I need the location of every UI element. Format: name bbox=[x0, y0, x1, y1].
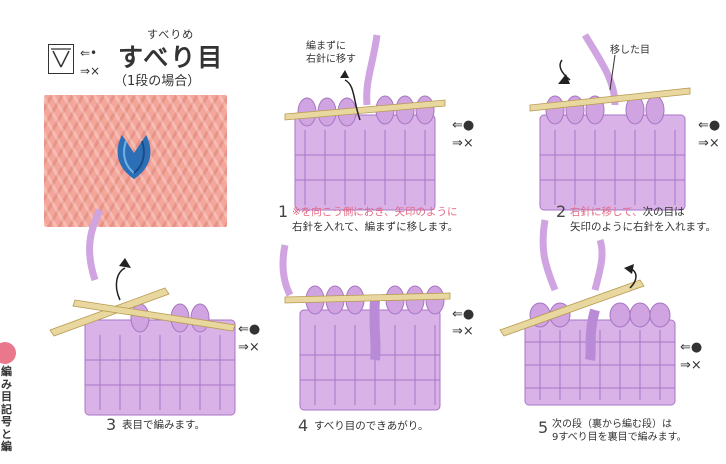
step5-caption: 次の段（裏から編む段）は 9すべり目を裏目で編みます。 bbox=[552, 419, 687, 443]
step3-cross-mark: ⇒× bbox=[238, 340, 260, 355]
step5-cross-mark: ⇒× bbox=[680, 358, 702, 373]
slip-stitch-symbol-icon bbox=[51, 48, 71, 68]
slipped-stitch-icon bbox=[117, 135, 151, 179]
step2-caption: 右針に移して、次の目は 矢印のように右針を入れます。 bbox=[570, 205, 726, 235]
step4-cross-mark: ⇒× bbox=[452, 324, 474, 339]
page-title: すべり目 bbox=[118, 43, 225, 72]
step2-cross-mark: ⇒× bbox=[698, 136, 720, 151]
step5-dot-mark: ⇐● bbox=[680, 340, 703, 355]
step2-number: 2 bbox=[556, 202, 567, 221]
step1-caption-highlight: ※を向こう側におき、矢印のように bbox=[292, 206, 458, 218]
stitch-symbol bbox=[48, 44, 74, 74]
symbol-row-1: ⇐• bbox=[80, 46, 98, 60]
step3-caption: 表目で編みます。 bbox=[122, 419, 205, 431]
title-ruby: すべりめ bbox=[147, 28, 195, 41]
step2-caption-rest2: 矢印のように右針を入れます。 bbox=[570, 221, 716, 233]
knit-photo bbox=[44, 95, 227, 227]
symbol-row-2: ⇒× bbox=[80, 64, 101, 78]
step3-illustration bbox=[49, 208, 236, 416]
step2-dot-mark: ⇐● bbox=[698, 118, 721, 133]
step2-caption-rest1: 次の目は bbox=[642, 206, 685, 218]
step4-illustration bbox=[279, 244, 451, 411]
step5-number: 5 bbox=[538, 418, 549, 437]
step4-caption: すべり目のできあがり。 bbox=[314, 420, 429, 432]
step1-number: 1 bbox=[278, 202, 289, 221]
step1-illustration bbox=[284, 34, 446, 211]
step2-note: 移した目 bbox=[610, 45, 650, 56]
step3-number: 3 bbox=[106, 415, 117, 434]
step2-caption-highlight: 右針に移して、 bbox=[570, 206, 643, 218]
step2-illustration bbox=[529, 33, 691, 211]
step1-cross-mark: ⇒× bbox=[452, 136, 474, 151]
page-subtitle: （1段の場合） bbox=[114, 74, 201, 89]
side-tab-text: 編み目記号と編 bbox=[1, 365, 12, 453]
step4-number: 4 bbox=[298, 416, 309, 435]
step1-dot-mark: ⇐● bbox=[452, 118, 475, 133]
step1-caption-rest: 右針を入れて、編まずに移します。 bbox=[292, 221, 459, 233]
step3-dot-mark: ⇐● bbox=[238, 322, 261, 337]
step1-caption: ※を向こう側におき、矢印のように 右針を入れて、編まずに移します。 bbox=[292, 205, 482, 235]
step4-dot-mark: ⇐● bbox=[452, 307, 475, 322]
step5-illustration bbox=[499, 219, 676, 406]
step1-note: 編まずに 右針に移す bbox=[306, 41, 356, 65]
side-tab-circle bbox=[0, 342, 16, 364]
